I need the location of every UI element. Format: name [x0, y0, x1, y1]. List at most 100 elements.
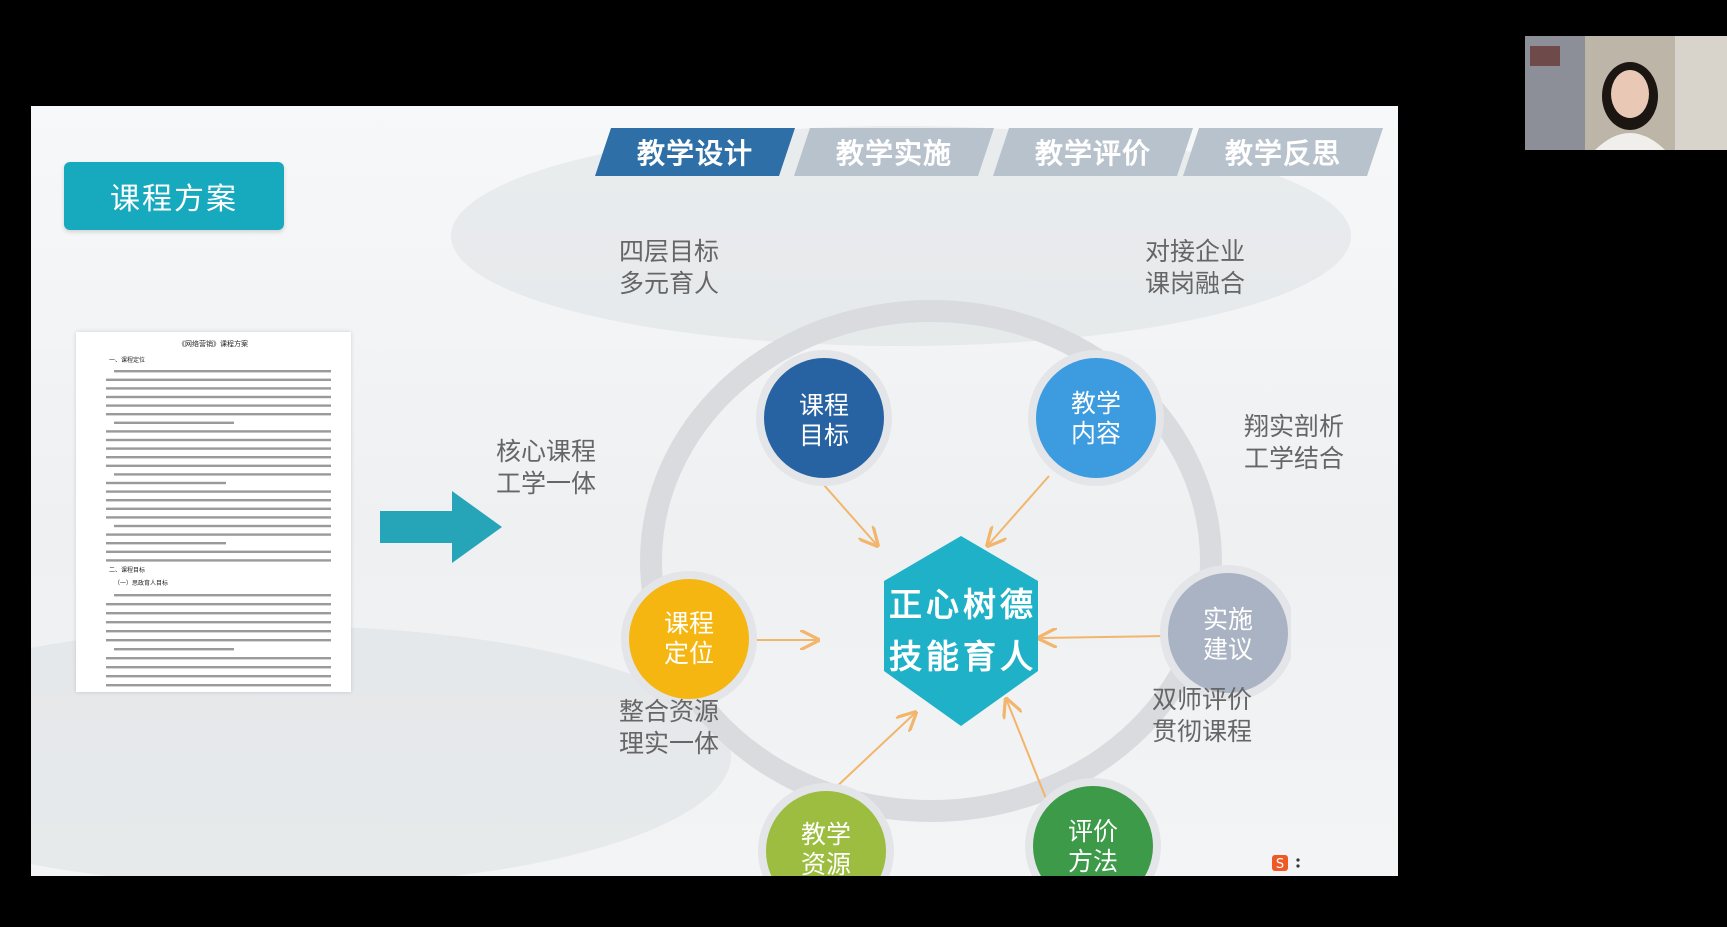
doc-text-line [106, 395, 331, 399]
side-label-line: 多元育人 [619, 269, 720, 298]
tab-teaching-implementation[interactable]: 教学实施 [794, 128, 994, 176]
arrow-goal [815, 475, 876, 544]
doc-text-line [106, 404, 331, 407]
tab-label: 教学评价 [1034, 137, 1151, 170]
side-label-line: 翔实剖析 [1244, 412, 1345, 441]
node-label: 评价 [1068, 817, 1118, 846]
doc-text-line [114, 594, 331, 597]
doc-heading: （一）思政育人目标 [114, 579, 168, 587]
document-text-lines: 《网络营销》课程方案 一、课程定位 二、课程目标 （一）思政育人目标 [106, 339, 331, 687]
node-course-goal[interactable]: 课程 目标 [756, 350, 892, 486]
node-label: 课程 [664, 609, 714, 638]
doc-text-line [106, 550, 331, 553]
tab-label: 教学实施 [835, 137, 952, 170]
arrow-implement [1041, 636, 1167, 638]
side-label-evaluate: 双师评价 贯彻课程 [1152, 684, 1252, 748]
doc-text-line [106, 630, 331, 633]
doc-text-line [106, 490, 331, 493]
doc-text-line [114, 648, 234, 651]
side-label-implement: 翔实剖析 工学结合 [1244, 411, 1344, 475]
doc-text-line [106, 516, 331, 519]
doc-text-line [106, 666, 331, 669]
center-text: 技能育人 [889, 637, 1037, 676]
doc-text-line [106, 657, 331, 660]
center-text: 正心树德 [889, 585, 1037, 624]
doc-text-line [106, 413, 331, 416]
webcam-person-image [1525, 36, 1727, 150]
center-hexagon: 正心树德 技能育人 [884, 536, 1038, 726]
doc-text-line [106, 542, 226, 545]
tab-teaching-design[interactable]: 教学设计 [595, 128, 795, 176]
doc-text-line [106, 438, 331, 442]
more-vertical-icon[interactable] [1295, 854, 1301, 872]
node-label: 课程 [799, 391, 849, 420]
doc-text-line [106, 507, 331, 510]
tab-teaching-reflection[interactable]: 教学反思 [1183, 128, 1383, 176]
doc-paragraph [106, 594, 331, 687]
webcam-video [1525, 36, 1727, 150]
doc-text-line [106, 456, 331, 459]
big-right-arrow-icon [380, 491, 502, 563]
doc-text-line [114, 421, 234, 424]
doc-heading: 二、课程目标 [109, 566, 145, 574]
node-course-positioning[interactable]: 课程 定位 [621, 571, 757, 707]
doc-text-line [106, 499, 331, 502]
sogou-s-icon[interactable]: S [1271, 854, 1289, 872]
tab-label: 教学反思 [1224, 137, 1341, 170]
node-label: 内容 [1071, 419, 1121, 448]
doc-text-line [114, 370, 331, 373]
arrow-evaluate [1007, 701, 1050, 807]
node-evaluation-method[interactable]: 评价 方法 [1025, 778, 1161, 876]
course-plan-diagram: 课程 目标 教学 内容 实施 建议 评价 方法 教学 资源 [621, 300, 1291, 876]
doc-text-line [106, 430, 331, 433]
doc-text-line [106, 675, 331, 678]
tab-label: 教学设计 [636, 137, 753, 170]
bottom-toolbar: S [1271, 854, 1301, 872]
doc-paragraph [106, 370, 331, 562]
doc-text-line [106, 387, 331, 390]
doc-text-line [106, 378, 331, 381]
course-plan-document-thumbnail: 《网络营销》课程方案 一、课程定位 二、课程目标 （一）思政育人目标 [76, 332, 351, 692]
arrow-content [989, 475, 1050, 544]
doc-title: 《网络营销》课程方案 [178, 339, 248, 348]
doc-text-line [106, 481, 226, 485]
doc-text-line [106, 603, 331, 606]
node-label: 定位 [664, 639, 714, 668]
node-label: 教学 [801, 820, 851, 849]
doc-text-line [106, 447, 331, 450]
node-teaching-content[interactable]: 教学 内容 [1028, 350, 1164, 486]
node-implementation-advice[interactable]: 实施 建议 [1160, 565, 1291, 701]
node-teaching-resources[interactable]: 教学 资源 [758, 783, 894, 876]
tab-teaching-evaluation[interactable]: 教学评价 [993, 128, 1193, 176]
node-label: 建议 [1203, 635, 1253, 664]
slide: 教学设计 教学实施 教学评价 教学反思 课程方案 《网络营销》课程方案 一、课程… [31, 106, 1398, 876]
ring [640, 300, 1222, 822]
side-label-line: 四层目标 [619, 237, 720, 266]
doc-text-line [114, 524, 331, 528]
course-plan-title: 课程方案 [64, 162, 284, 230]
node-label: 方法 [1068, 847, 1118, 876]
svg-text:S: S [1276, 857, 1284, 872]
side-label-goal: 四层目标 多元育人 [619, 236, 719, 300]
doc-text-line [106, 559, 331, 562]
side-label-line: 对接企业 [1145, 237, 1246, 266]
side-label-resource: 整合资源 理实一体 [619, 696, 719, 760]
side-label-line: 整合资源 [619, 697, 720, 726]
doc-text-line [114, 473, 331, 476]
course-plan-title-text: 课程方案 [110, 182, 238, 217]
node-label: 实施 [1203, 605, 1253, 634]
doc-text-line [106, 684, 331, 687]
doc-text-line [106, 621, 331, 624]
side-label-line: 核心课程 [496, 437, 597, 466]
doc-text-line [106, 533, 331, 536]
side-label-position: 核心课程 工学一体 [496, 436, 596, 500]
node-label: 目标 [799, 421, 849, 450]
doc-text-line [106, 464, 331, 467]
side-label-content: 对接企业 课岗融合 [1145, 236, 1245, 300]
side-label-line: 贯彻课程 [1152, 717, 1253, 746]
doc-text-line [106, 612, 331, 615]
side-label-line: 双师评价 [1152, 685, 1253, 714]
node-label: 教学 [1071, 389, 1121, 418]
doc-heading: 一、课程定位 [109, 356, 145, 364]
side-label-line: 工学结合 [1244, 444, 1345, 473]
